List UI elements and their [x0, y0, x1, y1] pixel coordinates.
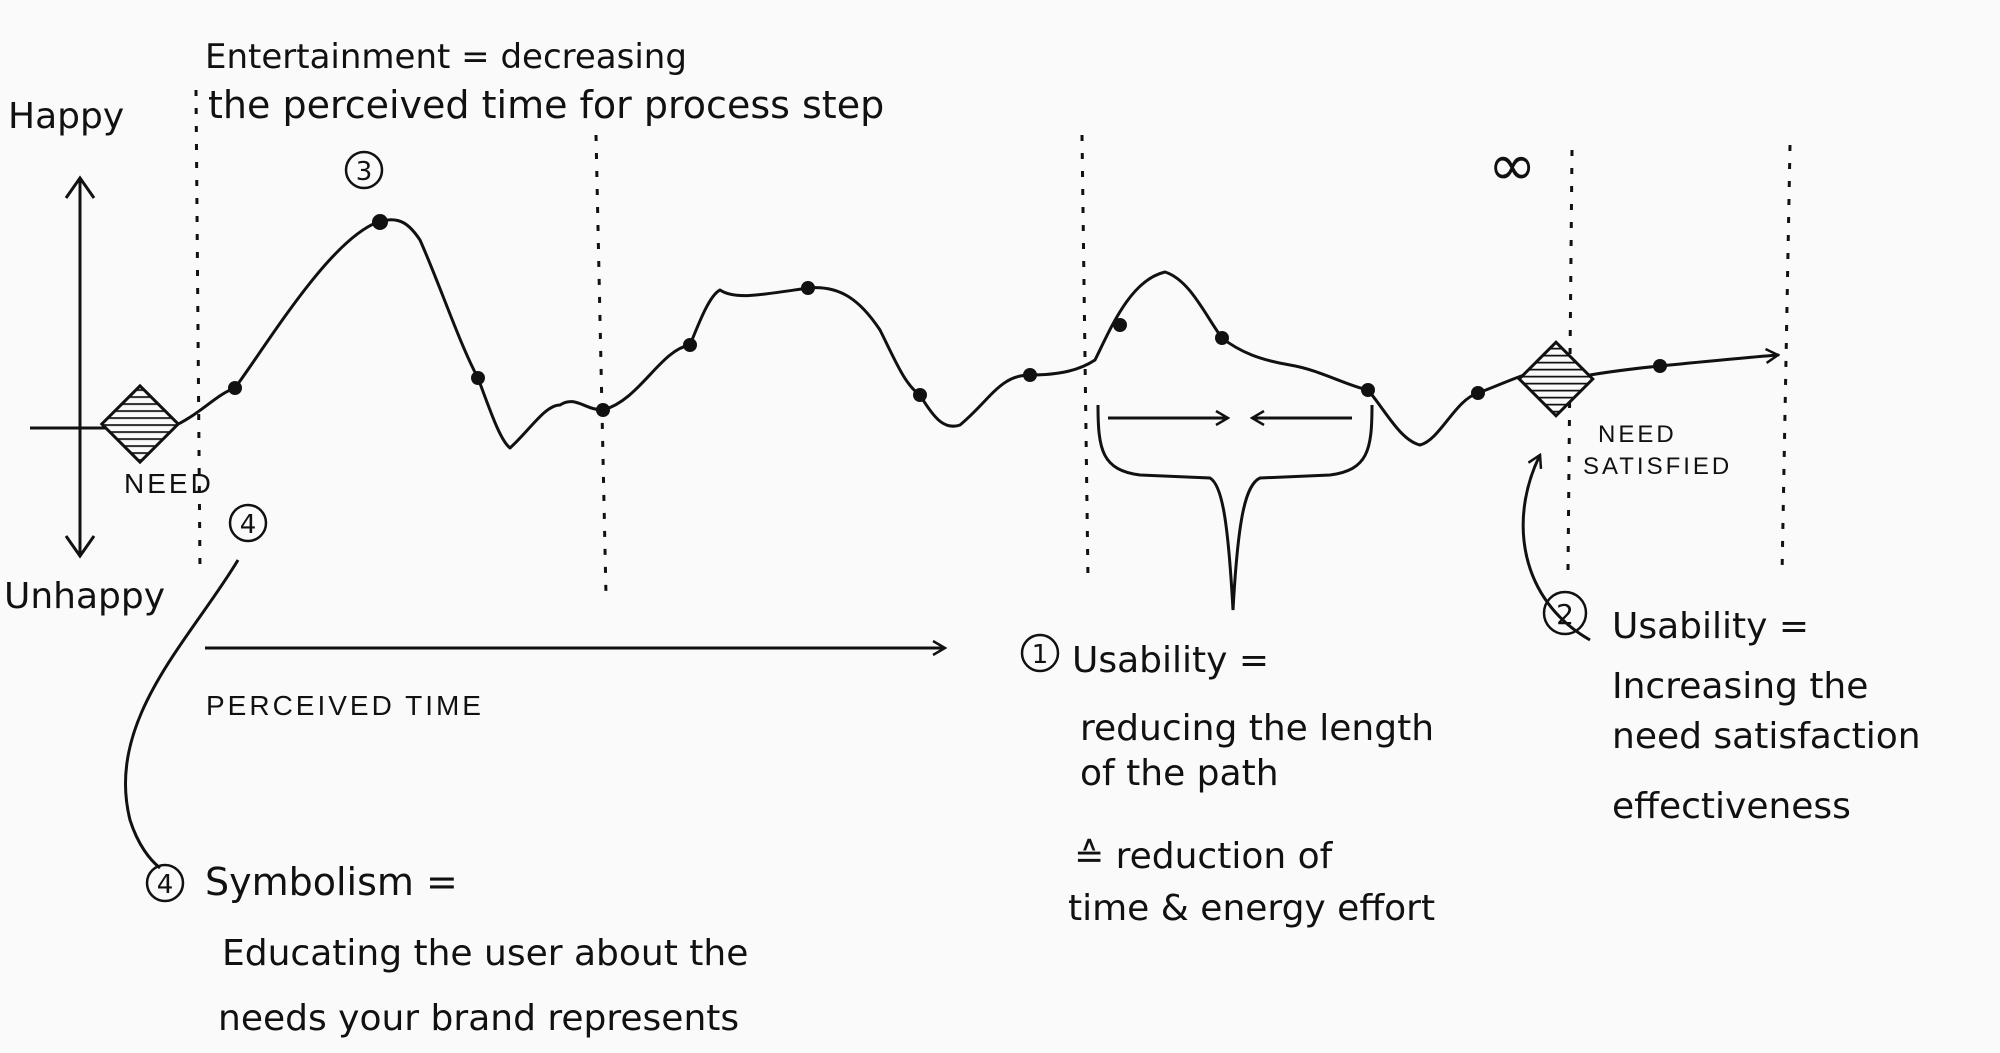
need-satisfied-diamond-icon	[1517, 340, 1595, 418]
entertainment-line1: Entertainment = decreasing	[205, 37, 687, 77]
number-badge-2	[1542, 590, 1588, 636]
symbolism-line1: Symbolism =	[205, 860, 458, 904]
usability-path-line3: of the path	[1080, 753, 1279, 794]
curve-point	[471, 371, 485, 385]
usability-need-line3: need satisfaction	[1612, 716, 1921, 757]
curve-point	[1653, 359, 1667, 373]
pointer-arrow	[1521, 455, 1591, 642]
curve-point	[1113, 318, 1127, 332]
curve-point	[683, 338, 697, 352]
need-satisfied-label-line2: SATISFIED	[1583, 453, 1732, 480]
curve-point	[372, 214, 388, 230]
curve-point	[1023, 368, 1037, 382]
number-badge-3	[344, 150, 384, 190]
number-badge-3-text: 3	[356, 157, 373, 187]
phase-divider	[1780, 144, 1792, 576]
usability-path-line2: reducing the length	[1080, 708, 1434, 749]
number-badge-4-top-text: 4	[240, 510, 257, 540]
curve-points	[228, 214, 1667, 417]
number-badge-4-top	[228, 503, 268, 543]
infinity-symbol: ∞	[1488, 131, 1536, 199]
symbolism-line3: needs your brand represents	[218, 998, 739, 1039]
need-diamond-icon	[99, 383, 181, 465]
usability-need-line2: Increasing the	[1612, 666, 1868, 707]
arrow-up-icon	[64, 175, 96, 199]
usability-need-line1: Usability =	[1612, 606, 1809, 647]
happy-label: Happy	[8, 96, 124, 137]
perceived-time-label: PERCEIVED TIME	[206, 690, 484, 721]
symbolism-callout: 4 4 Symbolism = Educating the user about…	[124, 503, 748, 1039]
experience-curve	[168, 218, 1778, 450]
brace-bracket	[1096, 404, 1374, 611]
curve-point	[596, 403, 610, 417]
phase-divider	[1080, 134, 1090, 581]
curve-point	[801, 281, 815, 295]
need-satisfied-label-line1: NEED	[1598, 421, 1677, 448]
usability-need-line4: effectiveness	[1612, 786, 1851, 827]
curve-point	[1361, 383, 1375, 397]
curve-point	[1471, 386, 1485, 400]
connector-line	[124, 559, 240, 870]
arrow-down-icon	[64, 535, 96, 559]
number-badge-2-text: 2	[1556, 598, 1574, 631]
entertainment-callout: Entertainment = decreasing the perceived…	[205, 37, 884, 190]
number-badge-1	[1020, 633, 1060, 673]
unhappy-label: Unhappy	[4, 576, 165, 617]
need-label: NEED	[124, 468, 214, 499]
usability-path-callout: 1 Usability = reducing the length of the…	[1020, 404, 1435, 929]
usability-path-line5: time & energy effort	[1068, 888, 1435, 929]
number-badge-4	[145, 863, 185, 903]
number-badge-4-text: 4	[157, 870, 174, 900]
usability-need-callout: 2 Usability = Increasing the need satisf…	[1521, 455, 1921, 827]
symbolism-line2: Educating the user about the	[222, 933, 748, 974]
phase-separators	[194, 89, 1792, 596]
usability-path-line1: Usability =	[1072, 640, 1269, 681]
phase-divider	[594, 134, 608, 596]
curve-point	[228, 381, 242, 395]
usability-path-line4: ≙ reduction of	[1074, 836, 1334, 877]
curve-point	[1215, 331, 1229, 345]
phase-divider	[194, 89, 202, 571]
entertainment-line2: the perceived time for process step	[208, 83, 884, 127]
curve-point	[913, 388, 927, 402]
number-badge-1-text: 1	[1032, 640, 1049, 670]
happiness-axis: Happy Unhappy	[4, 96, 165, 617]
